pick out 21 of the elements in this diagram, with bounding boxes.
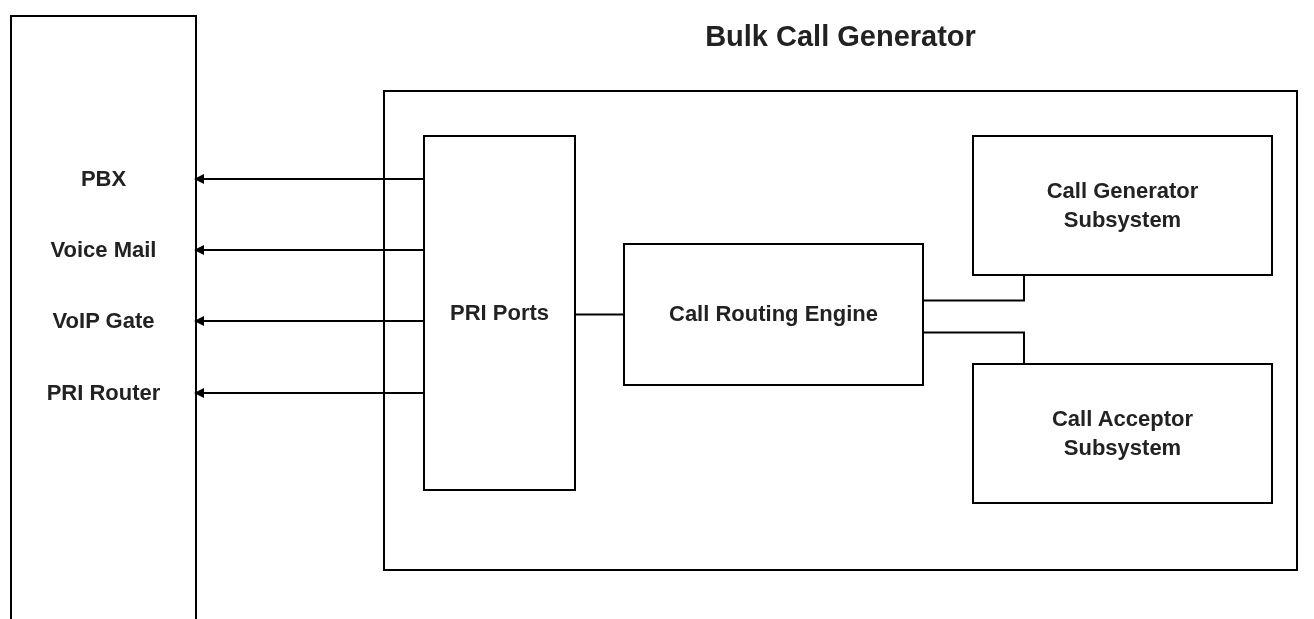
module-box (972, 135, 1273, 276)
arrow (194, 245, 424, 255)
group-heading: Bulk Call Generator (704, 20, 977, 53)
module-name: PRI Ports (449, 298, 550, 327)
module-box (972, 363, 1273, 504)
arrow (194, 316, 424, 326)
module-name: Call Routing Engine (668, 300, 879, 329)
arrow (194, 174, 424, 184)
connector-line (923, 331, 1025, 364)
device-name: PBX (80, 164, 127, 193)
arrow (194, 388, 424, 398)
device-name: Voice Mail (50, 235, 157, 264)
device-name: PRI Router (46, 378, 161, 407)
module-box (423, 135, 576, 491)
module-name: Call Acceptor Subsystem (1051, 404, 1194, 462)
module-box (623, 243, 924, 386)
device-panel (10, 15, 197, 619)
connector-line (923, 275, 1025, 302)
device-name: VoIP Gate (52, 306, 155, 335)
connector-line (575, 313, 624, 316)
module-name: Call Generator Subsystem (1045, 176, 1200, 234)
